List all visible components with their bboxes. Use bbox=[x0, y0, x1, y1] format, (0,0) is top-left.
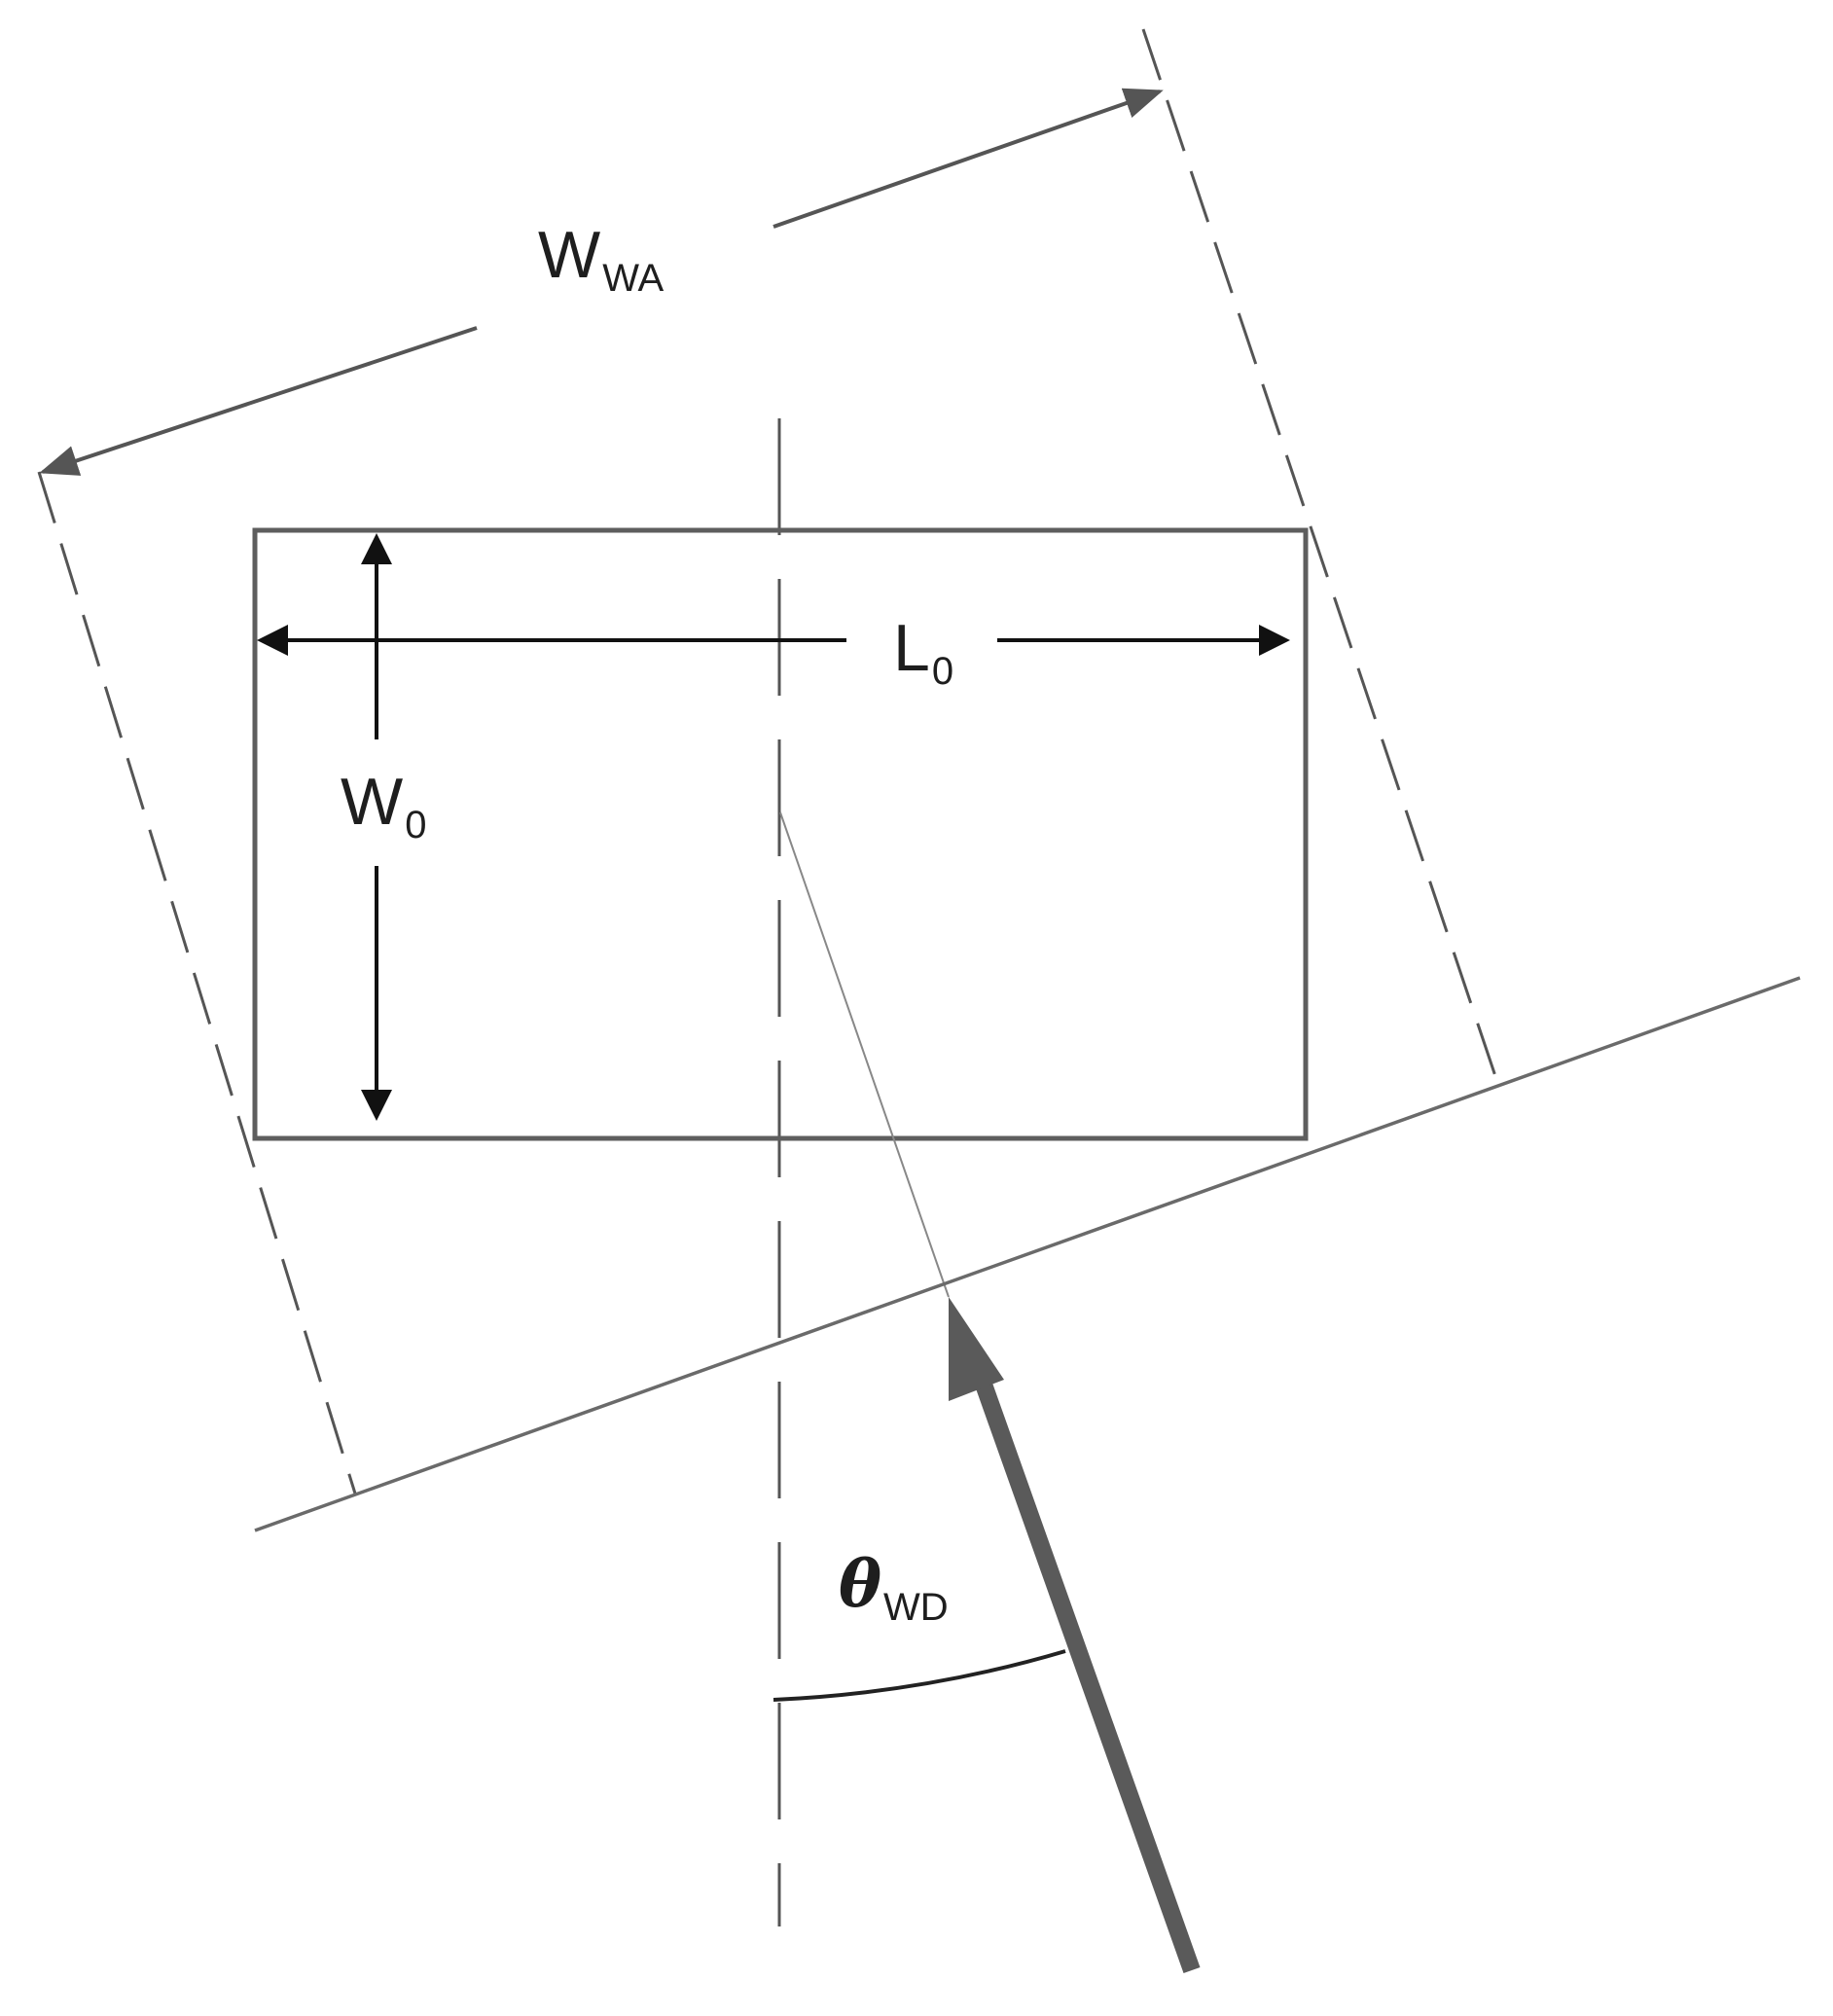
angle-arc bbox=[773, 1649, 1066, 1702]
projection-line-right bbox=[1141, 28, 1500, 1086]
wind-reference-line bbox=[779, 811, 950, 1298]
label-w0-main: W bbox=[341, 765, 404, 839]
label-theta-main: θ bbox=[839, 1546, 882, 1622]
building-footprint bbox=[252, 527, 1309, 1141]
label-l0-sub: 0 bbox=[931, 650, 954, 693]
label-wwa: WWA bbox=[538, 222, 664, 298]
label-l0: L0 bbox=[893, 615, 953, 691]
wind-arrow-shaft bbox=[974, 1378, 1201, 1974]
label-wwa-sub: WA bbox=[602, 257, 665, 300]
wwa-arrow-upper bbox=[773, 88, 1164, 229]
projection-line-left bbox=[37, 471, 357, 1494]
wwa-arrow-lower bbox=[39, 326, 478, 476]
label-l0-main: L bbox=[893, 611, 930, 685]
label-w0-sub: 0 bbox=[405, 804, 427, 846]
windward-plane-line bbox=[254, 976, 1801, 1532]
label-w0: W0 bbox=[341, 769, 426, 845]
label-theta-wd: θWD bbox=[839, 1552, 949, 1627]
label-wwa-main: W bbox=[538, 218, 601, 292]
wind-arrow-head bbox=[949, 1297, 1004, 1401]
label-theta-sub: WD bbox=[883, 1586, 949, 1629]
